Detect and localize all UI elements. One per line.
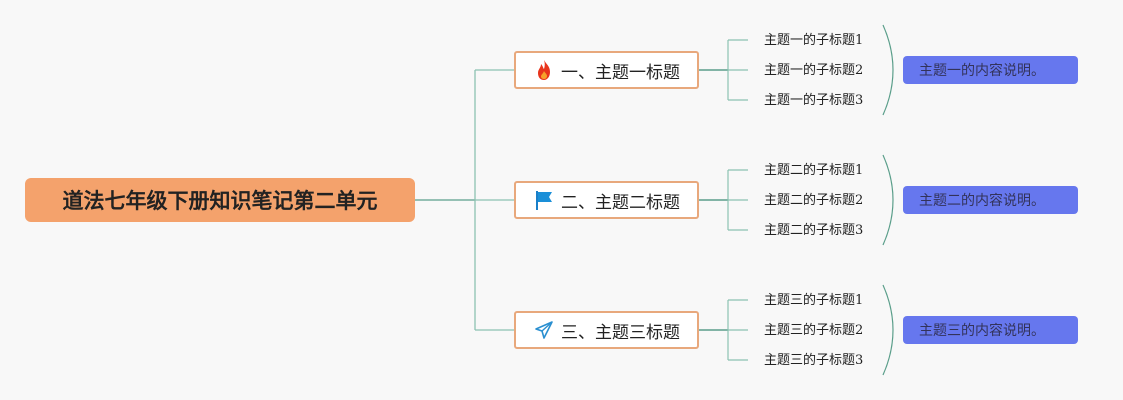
subtitle-node[interactable]: 主题一的子标题3	[764, 93, 864, 108]
topic-node-3[interactable]: 三、主题三标题	[514, 311, 699, 349]
subtitle-node[interactable]: 主题二的子标题3	[764, 223, 864, 238]
note-label-1: 主题一的内容说明。	[919, 63, 1045, 79]
fire-icon	[533, 59, 555, 81]
subtitle-node[interactable]: 主题二的子标题1	[764, 163, 864, 178]
topic-label-3: 三、主题三标题	[561, 322, 680, 343]
subtitle-node[interactable]: 主题一的子标题2	[764, 63, 864, 78]
topic-node-1[interactable]: 一、主题一标题	[514, 51, 699, 89]
subtitle-node[interactable]: 主题一的子标题1	[764, 33, 864, 48]
note-label-3: 主题三的内容说明。	[919, 323, 1045, 339]
note-node-2[interactable]: 主题二的内容说明。	[903, 186, 1078, 214]
topic1-bracket	[882, 24, 894, 116]
subtitle-node[interactable]: 主题三的子标题3	[764, 353, 864, 368]
topic3-bracket	[882, 284, 894, 376]
root-node[interactable]: 道法七年级下册知识笔记第二单元	[25, 178, 415, 222]
note-node-3[interactable]: 主题三的内容说明。	[903, 316, 1078, 344]
topic-node-2[interactable]: 二、主题二标题	[514, 181, 699, 219]
subtitle-node[interactable]: 主题二的子标题2	[764, 193, 864, 208]
note-node-1[interactable]: 主题一的内容说明。	[903, 56, 1078, 84]
subtitle-node[interactable]: 主题三的子标题1	[764, 293, 864, 308]
topic-label-1: 一、主题一标题	[561, 62, 680, 83]
topic2-bracket	[882, 154, 894, 246]
flag-icon	[533, 189, 555, 211]
subtitle-node[interactable]: 主题三的子标题2	[764, 323, 864, 338]
topic-label-2: 二、主题二标题	[561, 192, 680, 213]
note-label-2: 主题二的内容说明。	[919, 193, 1045, 209]
paper-plane-icon	[533, 319, 555, 341]
root-label: 道法七年级下册知识笔记第二单元	[62, 189, 378, 213]
